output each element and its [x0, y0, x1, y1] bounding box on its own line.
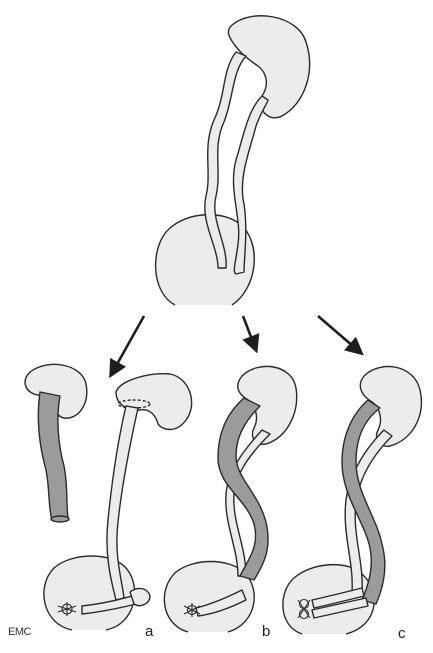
arrow-to-b: [243, 316, 256, 350]
top-kidney: [228, 16, 309, 118]
top-diagram: [156, 16, 310, 305]
panel-a-ligated-stump: [51, 516, 69, 522]
arrow-to-c: [318, 316, 361, 353]
panel-label-a: a: [145, 623, 153, 640]
author-signature: EMC: [8, 626, 31, 638]
panel-a-stump-cap: [130, 589, 150, 606]
arrow-to-a: [111, 316, 144, 375]
panel-c-diagram: [283, 367, 422, 634]
panel-label-b: b: [262, 623, 270, 640]
panel-label-c: c: [398, 625, 406, 642]
